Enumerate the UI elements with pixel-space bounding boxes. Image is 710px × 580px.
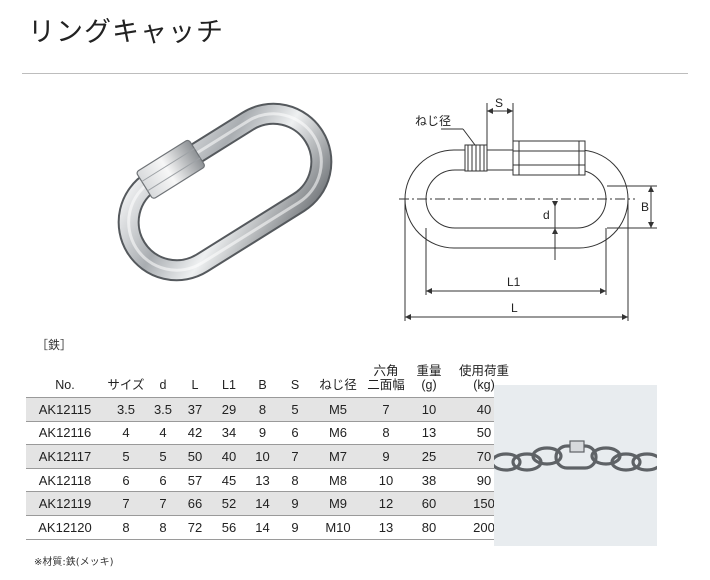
header-l: L [191,378,199,392]
cell-d: 7 [148,491,178,516]
dim-l-label: L [511,301,518,315]
cell-thread: M9 [311,491,365,516]
cell-l1: 56 [212,514,246,540]
cell-s: 9 [279,491,311,516]
cell-size: 5 [104,444,148,469]
table-row: AK12115 3.5 3.5 37 29 8 5 M5 7 10 40 [26,397,517,422]
header-load: 使用荷重(kg) [451,358,517,398]
cell-s: 5 [279,397,311,422]
header-hex: 六角二面幅 [365,358,407,398]
cell-size: 8 [104,514,148,540]
cell-l: 57 [178,467,212,492]
cell-l1: 52 [212,491,246,516]
cell-s: 7 [279,444,311,469]
cell-thread: M6 [311,420,365,445]
header-d: d [159,378,167,392]
cell-b: 9 [246,420,279,445]
header-weight-line1: 重量 [416,364,442,378]
cell-l1: 40 [212,444,246,469]
cell-thread: M10 [311,514,365,540]
cell-l: 37 [178,397,212,422]
cell-size: 6 [104,467,148,492]
cell-b: 8 [246,397,279,422]
header-b: B [258,378,267,392]
chain-illustration [490,440,663,472]
cell-l: 50 [178,444,212,469]
cell-b: 13 [246,467,279,492]
dim-l1-label: L1 [507,275,521,289]
header-size: サイズ [107,378,145,392]
table-row: AK12118 6 6 57 45 13 8 M8 10 38 90 [26,467,517,492]
cell-s: 6 [279,420,311,445]
header-s: S [290,378,300,392]
cell-l1: 34 [212,420,246,445]
usage-illustration [490,385,663,546]
cell-hex: 10 [365,467,407,492]
header-weight: 重量(g) [407,358,451,398]
cell-no: AK12120 [26,514,104,540]
table-row: AK12116 4 4 42 34 9 6 M6 8 13 50 [26,420,517,445]
product-photo [117,102,333,282]
dim-s-label: S [495,96,503,110]
cell-thread: M7 [311,444,365,469]
cell-weight: 10 [407,397,451,422]
cell-thread: M5 [311,397,365,422]
cell-no: AK12115 [26,397,104,422]
cell-l1: 29 [212,397,246,422]
cell-d: 5 [148,444,178,469]
header-load-line2: (kg) [473,378,495,392]
cell-size: 7 [104,491,148,516]
cell-size: 3.5 [104,397,148,422]
header-weight-line2: (g) [421,378,437,392]
page-title: リングキャッチ [28,17,224,48]
cell-weight: 13 [407,420,451,445]
header-hex-line1: 六角 [373,364,399,378]
table-header-row: No. サイズ d L L1 B S ねじ径 六角二面幅 重量(g) 使用荷重(… [26,358,517,398]
title-divider [22,73,688,74]
cell-hex: 13 [365,514,407,540]
cell-size: 4 [104,420,148,445]
cell-weight: 38 [407,467,451,492]
table-row: AK12117 5 5 50 40 10 7 M7 9 25 70 [26,444,517,469]
cell-thread: M8 [311,467,365,492]
material-label: ［鉄］ [36,338,73,352]
cell-b: 14 [246,491,279,516]
cell-l: 42 [178,420,212,445]
header-load-line1: 使用荷重 [458,364,509,378]
cell-weight: 80 [407,514,451,540]
cell-no: AK12117 [26,444,104,469]
cell-b: 14 [246,514,279,540]
dim-d-label: d [543,208,550,222]
cell-d: 4 [148,420,178,445]
cell-s: 9 [279,514,311,540]
table-row: AK12119 7 7 66 52 14 9 M9 12 60 150 [26,491,517,516]
header-thread: ねじ径 [319,378,357,392]
cell-hex: 12 [365,491,407,516]
header-hex-line2: 二面幅 [367,378,405,392]
table-row: AK12120 8 8 72 56 14 9 M10 13 80 200 [26,514,517,540]
dimension-diagram: ねじ径 S B d L1 L [399,96,657,321]
cell-no: AK12116 [26,420,104,445]
header-l1: L1 [222,378,236,392]
cell-weight: 25 [407,444,451,469]
cell-no: AK12118 [26,467,104,492]
spec-table: No. サイズ d L L1 B S ねじ径 六角二面幅 重量(g) 使用荷重(… [26,358,517,540]
cell-s: 8 [279,467,311,492]
dim-b-label: B [641,200,649,214]
cell-hex: 9 [365,444,407,469]
cell-weight: 60 [407,491,451,516]
cell-b: 10 [246,444,279,469]
cell-d: 3.5 [148,397,178,422]
cell-no: AK12119 [26,491,104,516]
cell-d: 8 [148,514,178,540]
cell-l1: 45 [212,467,246,492]
thread-label: ねじ径 [415,114,451,128]
cell-l: 72 [178,514,212,540]
cell-d: 6 [148,467,178,492]
header-no: No. [55,378,75,392]
material-footnote: ※材質:鉄(メッキ) [34,557,114,568]
cell-hex: 8 [365,420,407,445]
cell-l: 66 [178,491,212,516]
cell-hex: 7 [365,397,407,422]
